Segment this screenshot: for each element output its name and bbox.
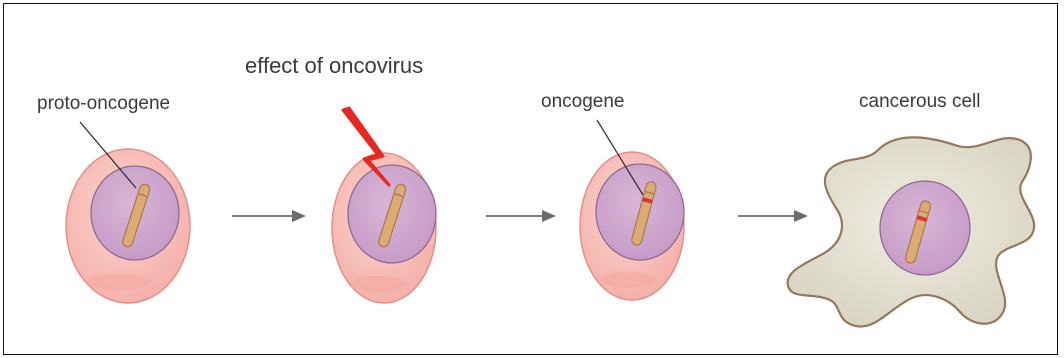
cell-shadow [86, 274, 150, 290]
label-oncogene: oncogene [541, 91, 624, 113]
cell-infected [332, 108, 436, 303]
cell-normal [66, 122, 190, 303]
label-proto-oncogene: proto-oncogene [37, 93, 170, 115]
cell-shadow [600, 272, 656, 288]
cell-shadow [350, 276, 406, 292]
nucleus [880, 181, 970, 275]
cell-cancerous [788, 137, 1035, 326]
label-effect-of-oncovirus: effect of oncovirus [245, 53, 423, 79]
arrow-1 [232, 210, 306, 222]
label-cancerous-cell: cancerous cell [859, 91, 980, 113]
cell-mutated [580, 120, 684, 300]
arrow-2 [486, 210, 556, 222]
arrow-3 [738, 210, 808, 222]
